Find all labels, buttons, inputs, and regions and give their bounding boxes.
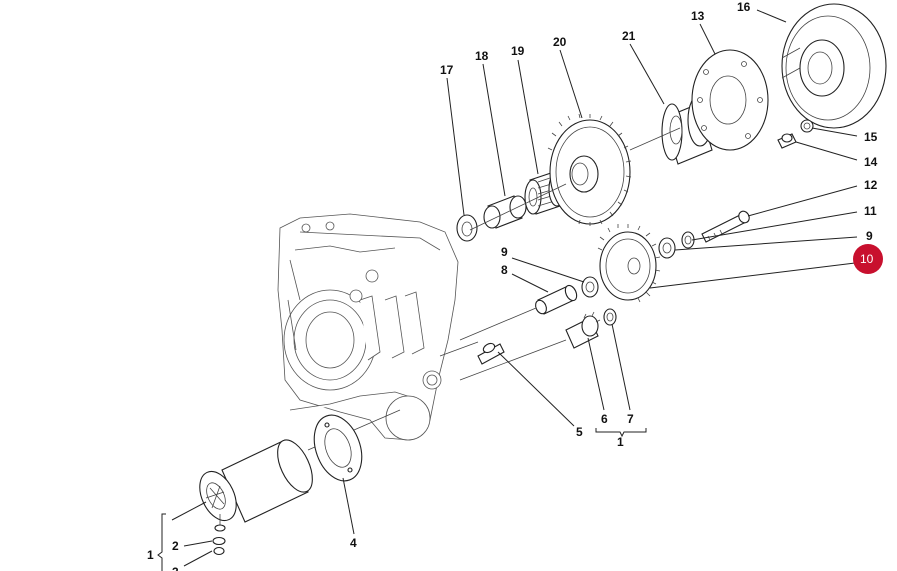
highlight-badge — [853, 244, 883, 274]
label-7: 7 — [627, 412, 634, 426]
label-19: 19 — [511, 44, 525, 58]
label-1-starter: 1 — [147, 548, 154, 562]
highlight-marker-10: 10 — [853, 244, 883, 274]
label-15: 15 — [864, 130, 878, 144]
label-17: 17 — [440, 63, 454, 77]
starter-clutch-gear-train — [456, 3, 887, 242]
callout-labels: 16 13 21 20 19 18 17 15 14 12 11 9 10 9 … — [147, 0, 883, 571]
label-9-right: 9 — [866, 229, 873, 243]
idler-gear-assembly — [439, 210, 750, 381]
starter-flange — [313, 414, 363, 482]
label-20: 20 — [553, 35, 567, 49]
label-21: 21 — [622, 29, 636, 43]
label-9-left: 9 — [501, 245, 508, 259]
label-13: 13 — [691, 9, 705, 23]
label-18: 18 — [475, 49, 489, 63]
label-12: 12 — [864, 178, 878, 192]
label-6: 6 — [601, 412, 608, 426]
label-3: 3 — [172, 565, 179, 571]
label-14: 14 — [864, 155, 878, 169]
starter-motor — [199, 409, 401, 556]
label-11: 11 — [864, 204, 877, 218]
crankcase-housing — [277, 213, 459, 441]
leader-lines — [157, 9, 858, 571]
label-10: 10 — [860, 252, 874, 266]
label-4: 4 — [350, 536, 357, 550]
label-8: 8 — [501, 263, 508, 277]
label-1-group: 1 — [617, 435, 624, 449]
label-2: 2 — [172, 539, 179, 553]
label-16: 16 — [737, 0, 751, 14]
label-5: 5 — [576, 425, 583, 439]
